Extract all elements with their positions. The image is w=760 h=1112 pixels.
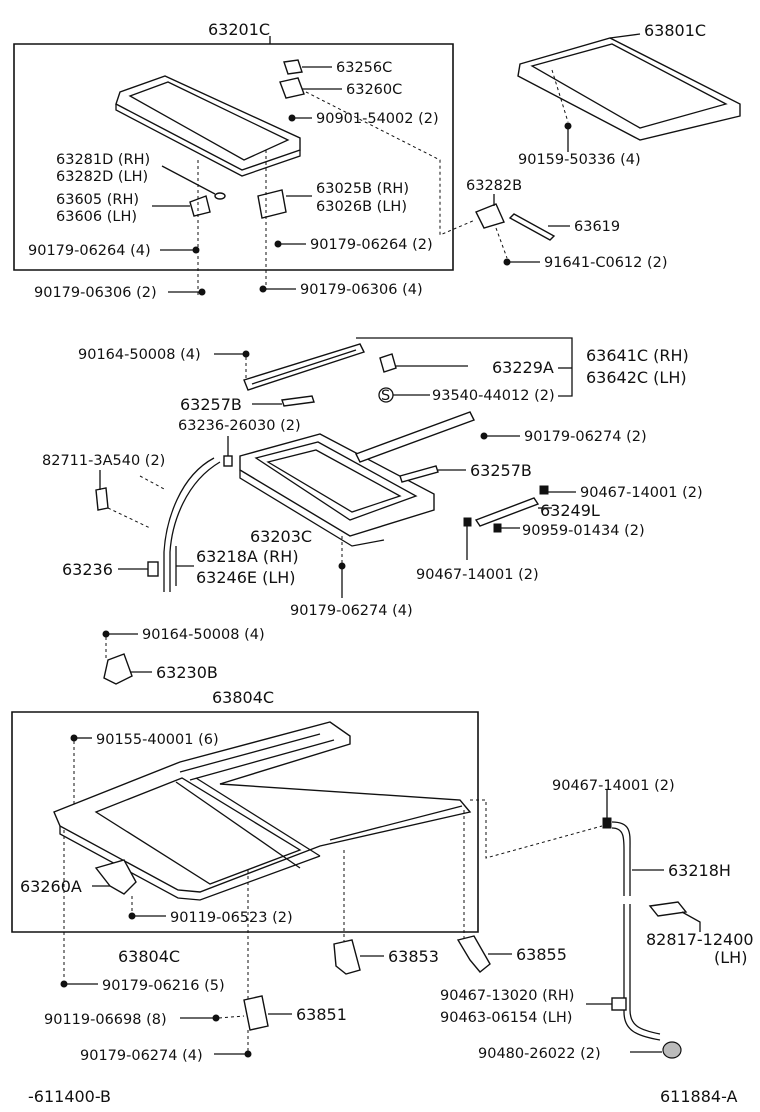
strip-63257B-a — [281, 395, 315, 407]
label-63605: 63605 (RH) — [56, 192, 139, 208]
label-90467-c: 90467-14001 (2) — [552, 778, 675, 794]
glass-assembly-group: 63201C 63256C 63260C 90901-54002 (2) 632… — [13, 20, 476, 301]
label-63282D: 63282D (LH) — [56, 169, 148, 185]
label-63619: 63619 — [574, 219, 620, 235]
bracket-63260C — [279, 77, 305, 99]
label-63025B: 63025B (RH) — [316, 181, 409, 197]
label-63236-26030: 63236-26030 (2) — [178, 418, 301, 434]
label-90155: 90155-40001 (6) — [96, 732, 219, 748]
label-90179-06216: 90179-06216 (5) — [102, 978, 225, 994]
group-box-63804C — [11, 711, 479, 933]
label-63260A: 63260A — [20, 877, 82, 896]
label-63026B: 63026B (LH) — [316, 199, 407, 215]
label-90179-06264-2: 90179-06264 (2) — [310, 237, 433, 253]
label-63642C: 63642C (LH) — [586, 368, 687, 387]
label-63257B-b: 63257B — [470, 461, 532, 480]
housing-63804C — [53, 721, 472, 893]
label-63282B: 63282B — [466, 178, 522, 194]
bracket-63025B — [257, 189, 287, 219]
label-63218H: 63218H — [668, 861, 731, 880]
housing-group: 90164-50008 (4) 63230B 63804C 90155-4000… — [11, 627, 754, 1064]
sunshade-group: 90164-50008 (4) 63229A 63641C (RH) 63642… — [42, 337, 703, 619]
label-82817-lh: (LH) — [714, 948, 747, 967]
label-63229A: 63229A — [492, 358, 554, 377]
label-63804C-top: 63804C — [212, 688, 274, 707]
bracket-63282B — [475, 203, 505, 229]
label-63236: 63236 — [62, 560, 113, 579]
clip-82711 — [95, 487, 109, 511]
label-63203C: 63203C — [250, 527, 312, 546]
label-93540: 93540-44012 (2) — [432, 388, 555, 404]
deflector-group: 63801C 90159-50336 (4) 63282B 63619 9164… — [466, 21, 741, 271]
hose-63249L — [474, 497, 540, 527]
label-90164-a: 90164-50008 (4) — [78, 347, 201, 363]
plate-63256C — [283, 59, 303, 75]
footer-right-code: 611884-A — [660, 1087, 738, 1106]
label-90179-06306-4: 90179-06306 (4) — [300, 282, 423, 298]
label-63853: 63853 — [388, 947, 439, 966]
label-90164-b: 90164-50008 (4) — [142, 627, 265, 643]
drain-hose-63218H — [611, 821, 631, 896]
drain-hose-63218A — [163, 457, 215, 592]
label-90467-a: 90467-14001 (2) — [580, 485, 703, 501]
label-82711: 82711-3A540 (2) — [42, 453, 165, 469]
label-63246E: 63246E (LH) — [196, 568, 296, 587]
label-90959: 90959-01434 (2) — [522, 523, 645, 539]
label-63201C: 63201C — [208, 20, 270, 39]
label-63249L: 63249L — [540, 501, 600, 520]
bracket-63853 — [333, 939, 361, 975]
label-90179-06274-b: 90179-06274 (4) — [290, 603, 413, 619]
pad-82817 — [648, 901, 688, 917]
rail-63642C — [355, 411, 475, 463]
label-90179-06274-c: 90179-06274 (4) — [80, 1048, 203, 1064]
label-90179-06274-a: 90179-06274 (2) — [524, 429, 647, 445]
bracket-63229A — [379, 353, 397, 373]
footer-left-code: -611400-B — [28, 1087, 111, 1106]
label-63281D: 63281D (RH) — [56, 152, 150, 168]
bracket-63851 — [243, 995, 269, 1031]
label-90119-06523: 90119-06523 (2) — [170, 910, 293, 926]
label-82817: 82817-12400 — [646, 930, 754, 949]
grommet-90480 — [662, 1041, 682, 1059]
label-63855: 63855 — [516, 945, 567, 964]
label-90480: 90480-26022 (2) — [478, 1046, 601, 1062]
bracket-63230B — [103, 653, 133, 685]
label-90467-b: 90467-14001 (2) — [416, 567, 539, 583]
rod-63619 — [508, 213, 556, 241]
bracket-63605 — [189, 195, 211, 217]
s-circle-label: S — [381, 388, 390, 404]
bracket-63855 — [456, 935, 491, 973]
label-63851: 63851 — [296, 1005, 347, 1024]
label-63804C-bottom: 63804C — [118, 947, 180, 966]
label-90119-06698: 90119-06698 (8) — [44, 1012, 167, 1028]
label-90179-06264-4: 90179-06264 (4) — [28, 243, 151, 259]
grommet-63236 — [147, 561, 159, 577]
group-box-63201C — [13, 43, 454, 271]
bracket-63260A — [94, 859, 137, 895]
label-63801C: 63801C — [644, 21, 706, 40]
label-63606: 63606 (LH) — [56, 209, 137, 225]
label-63218A: 63218A (RH) — [196, 547, 299, 566]
strip-63257B-b — [399, 465, 439, 483]
label-90467-13020: 90467-13020 (RH) — [440, 988, 574, 1004]
label-91641: 91641-C0612 (2) — [544, 255, 668, 271]
label-90901: 90901-54002 (2) — [316, 111, 439, 127]
label-63260C: 63260C — [346, 82, 402, 98]
label-90159: 90159-50336 (4) — [518, 152, 641, 168]
label-63257B-a: 63257B — [180, 395, 242, 414]
label-90463: 90463-06154 (LH) — [440, 1010, 572, 1026]
label-63641C: 63641C (RH) — [586, 346, 689, 365]
clip-63281D — [214, 192, 226, 200]
label-63230B: 63230B — [156, 663, 218, 682]
label-90179-06306-2: 90179-06306 (2) — [34, 285, 157, 301]
sunroof-frame-63203C — [239, 433, 435, 537]
label-63256C: 63256C — [336, 60, 392, 76]
